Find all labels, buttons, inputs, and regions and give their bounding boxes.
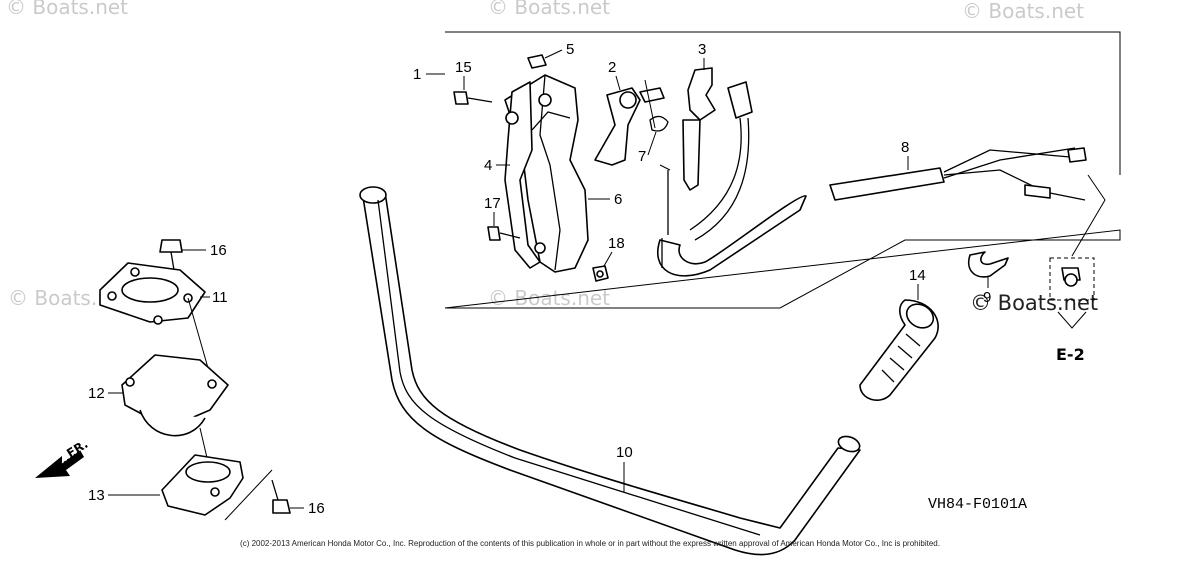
watermark: © Boats.net: [6, 0, 128, 19]
callout-14: 14: [909, 267, 926, 284]
stop-switch: [667, 67, 753, 241]
callout-6: 6: [614, 191, 622, 208]
callout-15: 15: [455, 59, 472, 76]
tiller-handle: [359, 186, 861, 556]
callout-8: 8: [901, 139, 909, 156]
reference-e2: E-2: [1056, 345, 1085, 364]
callout-13: 13: [88, 487, 105, 504]
callout-3: 3: [698, 41, 706, 58]
diagram-code: VH84-F0101A: [928, 496, 1027, 513]
watermark: © Boats.net: [488, 286, 610, 310]
callout-16-top: 16: [210, 242, 227, 259]
callout-9: 9: [983, 289, 991, 306]
callout-17: 17: [484, 195, 501, 212]
callout-1: 1: [413, 66, 421, 83]
throttle-lever: [594, 87, 665, 166]
callouts: 1 15 5 2 3 4 7 6 8 17 18 9 14 16 11 12 1…: [88, 41, 991, 517]
detail-e2: E-2: [1049, 174, 1106, 364]
callout-5: 5: [566, 41, 574, 58]
watermark: © Boats.net: [970, 291, 1098, 315]
callout-2: 2: [608, 59, 616, 76]
spring: [649, 115, 669, 132]
watermark: © Boats.net: [962, 0, 1084, 23]
callout-18: 18: [608, 235, 625, 252]
front-direction-arrow: FR.: [35, 437, 90, 478]
callout-7: 7: [638, 148, 646, 165]
handle-bracket-stack: [99, 239, 291, 521]
watermark: © Boats.net: [488, 0, 610, 19]
cable-clamp: [968, 251, 1009, 288]
callout-4: 4: [484, 157, 492, 174]
handle-assembly: [453, 54, 609, 282]
callout-12: 12: [88, 385, 105, 402]
copyright-notice: (c) 2002-2013 American Honda Motor Co., …: [240, 539, 940, 548]
handle-grip: [859, 299, 939, 401]
callout-10: 10: [616, 444, 633, 461]
assembly-outline: [444, 31, 1121, 309]
callout-11: 11: [212, 289, 228, 306]
throttle-cable: [657, 147, 1087, 277]
callout-16-bottom: 16: [308, 500, 325, 517]
